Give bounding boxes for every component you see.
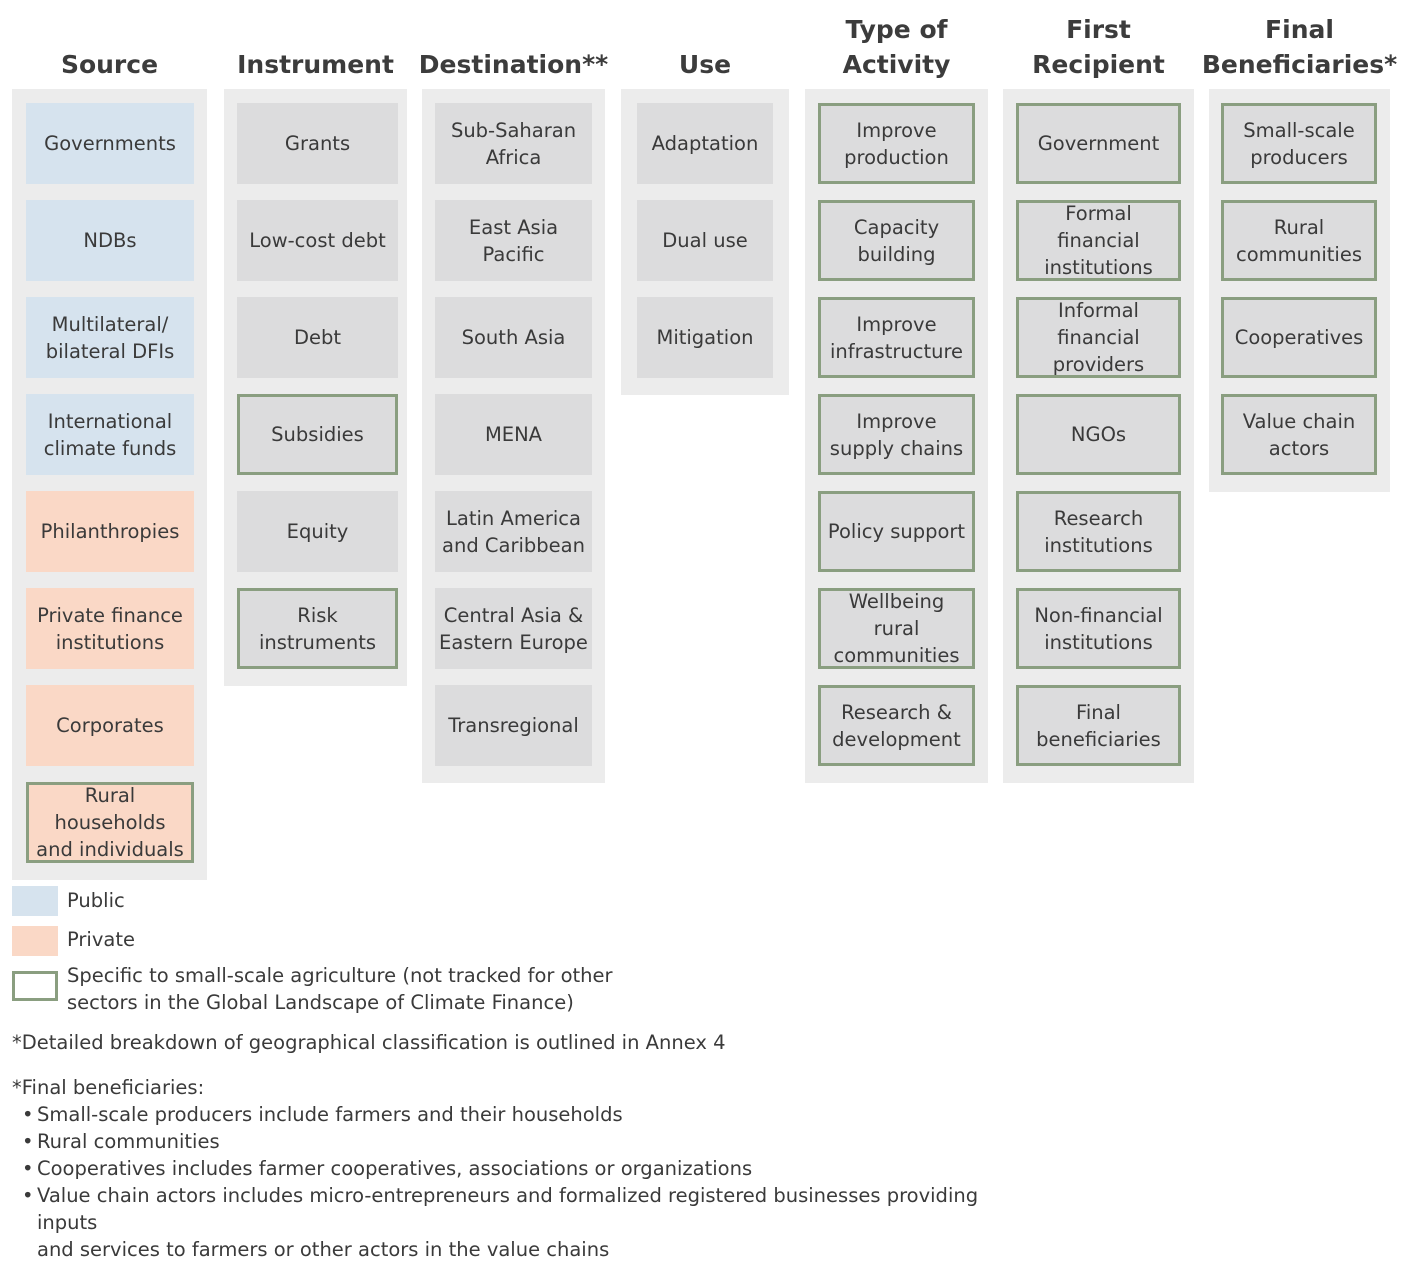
legend-public-swatch: [12, 886, 58, 916]
legend-public-label: Public: [67, 889, 125, 912]
category-box: Risk instruments: [237, 588, 398, 669]
category-box: Government: [1016, 103, 1181, 184]
footnote-bullet-text: Small-scale producers include farmers an…: [37, 1103, 623, 1126]
beneficiaries-footnote-heading: *Final beneficiaries:: [12, 1076, 205, 1099]
category-box: Mitigation: [637, 297, 773, 378]
legend-private-swatch: [12, 926, 58, 956]
category-box: Corporates: [26, 685, 194, 766]
category-box: Improve supply chains: [818, 394, 975, 475]
category-box: Non-financial institutions: [1016, 588, 1181, 669]
footnote-bullet-text: Cooperatives includes farmer cooperative…: [37, 1157, 753, 1180]
category-box: Multilateral/ bilateral DFIs: [26, 297, 194, 378]
category-box: Policy support: [818, 491, 975, 572]
category-box: Small-scale producers: [1221, 103, 1377, 184]
category-box: Capacity building: [818, 200, 975, 281]
category-box: NGOs: [1016, 394, 1181, 475]
bullet-dot-icon: •: [22, 1184, 34, 1207]
bullet-dot-icon: •: [22, 1103, 34, 1126]
category-box: MENA: [435, 394, 592, 475]
category-box: Value chain actors: [1221, 394, 1377, 475]
category-box: Informal financial providers: [1016, 297, 1181, 378]
category-box: Rural households and individuals: [26, 782, 194, 863]
category-box: Wellbeing rural communities: [818, 588, 975, 669]
category-box: International climate funds: [26, 394, 194, 475]
bullet-dot-icon: •: [22, 1130, 34, 1153]
category-box: Philanthropies: [26, 491, 194, 572]
category-box: Dual use: [637, 200, 773, 281]
category-box: Final beneficiaries: [1016, 685, 1181, 766]
column-heading: Destination**: [418, 50, 609, 79]
category-box: Grants: [237, 103, 398, 184]
category-box: East Asia Pacific: [435, 200, 592, 281]
column-heading: Type of Activity: [842, 15, 951, 79]
category-box: Debt: [237, 297, 398, 378]
category-box: Transregional: [435, 685, 592, 766]
column-heading: Use: [678, 50, 732, 79]
legend-private-label: Private: [67, 928, 135, 951]
category-box: NDBs: [26, 200, 194, 281]
category-box: South Asia: [435, 297, 592, 378]
category-box: Private finance institutions: [26, 588, 194, 669]
category-box: Equity: [237, 491, 398, 572]
category-box: Improve production: [818, 103, 975, 184]
column-panel: [224, 89, 407, 686]
category-box: Rural communities: [1221, 200, 1377, 281]
category-box: Sub-Saharan Africa: [435, 103, 592, 184]
category-box: Research institutions: [1016, 491, 1181, 572]
legend-specific-label: Specific to small-scale agriculture (not…: [67, 964, 613, 1014]
category-box: Improve infrastructure: [818, 297, 975, 378]
category-box: Latin America and Caribbean: [435, 491, 592, 572]
footnote-bullet-text: Rural communities: [37, 1130, 220, 1153]
category-box: Governments: [26, 103, 194, 184]
column-heading: Final Beneficiaries*: [1201, 15, 1398, 79]
footnote-bullet-text: Value chain actors includes micro-entrep…: [37, 1184, 979, 1261]
category-box: Low-cost debt: [237, 200, 398, 281]
bullet-dot-icon: •: [22, 1157, 34, 1180]
column-heading: Source: [60, 50, 159, 79]
category-box: Formal financial institutions: [1016, 200, 1181, 281]
column-heading: First Recipient: [1032, 15, 1165, 79]
category-box: Subsidies: [237, 394, 398, 475]
legend-specific-swatch: [12, 971, 58, 1001]
column-heading: Instrument: [237, 50, 394, 79]
category-box: Adaptation: [637, 103, 773, 184]
category-box: Research & development: [818, 685, 975, 766]
destination-footnote: *Detailed breakdown of geographical clas…: [12, 1031, 726, 1054]
category-box: Cooperatives: [1221, 297, 1377, 378]
category-box: Central Asia & Eastern Europe: [435, 588, 592, 669]
